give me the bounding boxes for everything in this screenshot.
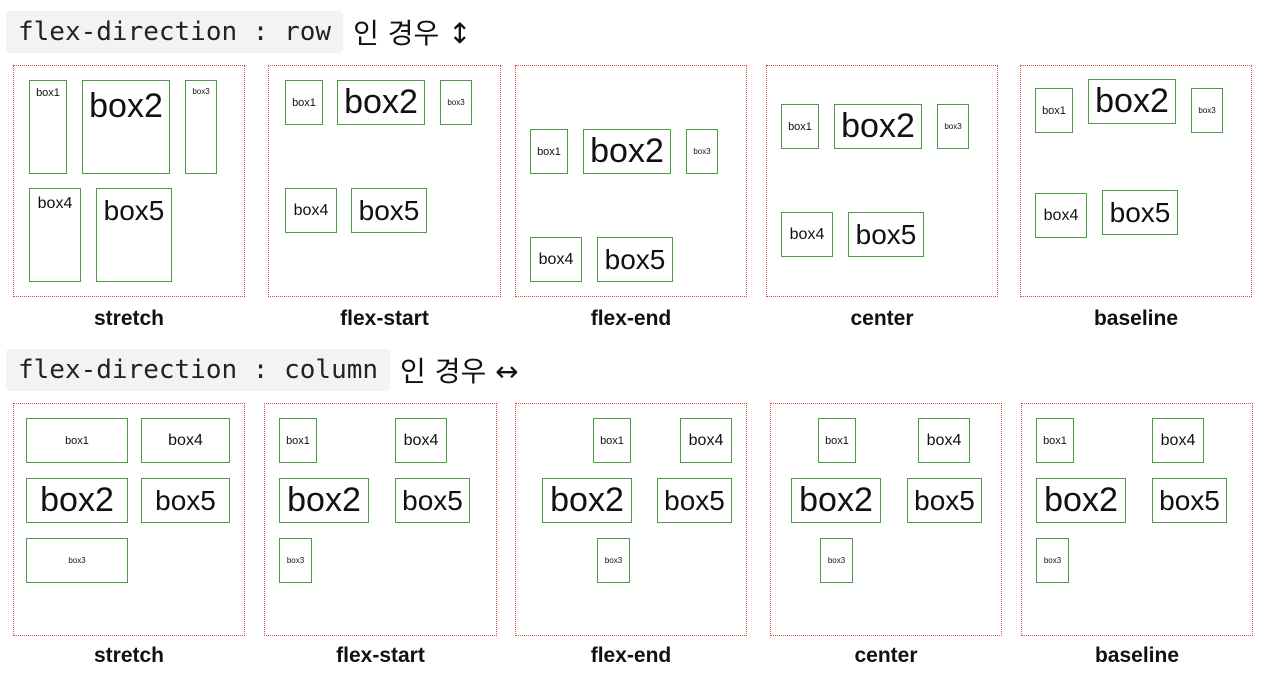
row-caption-center: center xyxy=(850,307,914,330)
column-flex-end-box2: box2 xyxy=(542,478,632,523)
column-code-label: flex-direction : column xyxy=(6,349,391,391)
row-stretch-box2: box2 xyxy=(82,80,170,174)
column-stretch-box3: box3 xyxy=(26,538,128,583)
row-baseline-box3: box3 xyxy=(1191,88,1223,133)
row-panel-baseline: box1 box2 box3 box4 box5 xyxy=(1020,65,1252,297)
column-center-box4: box4 xyxy=(918,418,970,463)
row-flex-end-box2: box2 xyxy=(583,129,671,174)
column-stretch-box2: box2 xyxy=(26,478,128,523)
row-panel-flex-start: box1 box2 box3 box4 box5 xyxy=(268,65,501,297)
row-caption-stretch: stretch xyxy=(93,307,165,330)
column-baseline-box4: box4 xyxy=(1152,418,1204,463)
column-baseline-box1: box1 xyxy=(1036,418,1074,463)
column-stretch-box5: box5 xyxy=(141,478,230,523)
column-panel-center: box1 box2 box3 box4 box5 xyxy=(770,403,1002,636)
column-flex-end-box4: box4 xyxy=(680,418,732,463)
column-flex-start-box4: box4 xyxy=(395,418,447,463)
column-panel-flex-start: box1 box2 box3 box4 box5 xyxy=(264,403,497,636)
column-flex-start-box5: box5 xyxy=(395,478,470,523)
column-center-box3: box3 xyxy=(820,538,853,583)
column-baseline-box3: box3 xyxy=(1036,538,1069,583)
row-center-box5: box5 xyxy=(848,212,924,257)
column-heading-suffix: 인 경우 ↔ xyxy=(400,355,519,388)
row-panel-stretch: box1 box2 box3 box4 box5 xyxy=(13,65,245,297)
row-stretch-box1: box1 xyxy=(29,80,67,174)
row-flex-end-box1: box1 xyxy=(530,129,568,174)
column-caption-baseline: baseline xyxy=(1094,644,1180,667)
row-panel-center: box1 box2 box3 box4 box5 xyxy=(766,65,998,297)
row-panel-flex-end: box1 box2 box3 box4 box5 xyxy=(515,65,747,297)
column-flex-end-box1: box1 xyxy=(593,418,631,463)
column-center-box5: box5 xyxy=(907,478,982,523)
column-center-box2: box2 xyxy=(791,478,881,523)
column-flex-end-box5: box5 xyxy=(657,478,732,523)
column-panel-stretch: box1 box2 box3 box4 box5 xyxy=(13,403,245,636)
row-flex-end-box4: box4 xyxy=(530,237,582,282)
row-flex-start-box4: box4 xyxy=(285,188,337,233)
column-stretch-box1: box1 xyxy=(26,418,128,463)
row-code-label: flex-direction : row xyxy=(6,11,344,53)
column-baseline-box5: box5 xyxy=(1152,478,1227,523)
column-caption-flex-start: flex-start xyxy=(336,644,425,667)
row-baseline-box2: box2 xyxy=(1088,79,1176,124)
row-caption-flex-start: flex-start xyxy=(340,307,429,330)
row-stretch-box3: box3 xyxy=(185,80,217,174)
column-panel-baseline: box1 box2 box3 box4 box5 xyxy=(1021,403,1253,636)
column-caption-flex-end: flex-end xyxy=(590,644,672,667)
column-flex-end-box3: box3 xyxy=(597,538,630,583)
row-baseline-box1: box1 xyxy=(1035,88,1073,133)
row-caption-flex-end: flex-end xyxy=(590,307,672,330)
row-section-heading: flex-direction : row 인 경우 ↕ xyxy=(6,9,472,55)
row-baseline-box4: box4 xyxy=(1035,193,1087,238)
row-center-box3: box3 xyxy=(937,104,969,149)
row-heading-suffix: 인 경우 ↕ xyxy=(353,17,472,50)
column-baseline-box2: box2 xyxy=(1036,478,1126,523)
row-flex-start-box5: box5 xyxy=(351,188,427,233)
row-center-box2: box2 xyxy=(834,104,922,149)
column-stretch-box4: box4 xyxy=(141,418,230,463)
column-section-heading: flex-direction : column 인 경우 ↔ xyxy=(6,347,519,393)
column-caption-stretch: stretch xyxy=(93,644,165,667)
row-caption-baseline: baseline xyxy=(1093,307,1179,330)
row-flex-start-box2: box2 xyxy=(337,80,425,125)
column-center-box1: box1 xyxy=(818,418,856,463)
row-flex-start-box1: box1 xyxy=(285,80,323,125)
column-flex-start-box1: box1 xyxy=(279,418,317,463)
column-flex-start-box3: box3 xyxy=(279,538,312,583)
row-stretch-box5: box5 xyxy=(96,188,172,282)
row-flex-end-box5: box5 xyxy=(597,237,673,282)
column-caption-center: center xyxy=(854,644,918,667)
column-flex-start-box2: box2 xyxy=(279,478,369,523)
row-baseline-box5: box5 xyxy=(1102,190,1178,235)
row-flex-start-box3: box3 xyxy=(440,80,472,125)
column-panel-flex-end: box1 box2 box3 box4 box5 xyxy=(515,403,747,636)
row-center-box4: box4 xyxy=(781,212,833,257)
row-stretch-box4: box4 xyxy=(29,188,81,282)
row-center-box1: box1 xyxy=(781,104,819,149)
row-flex-end-box3: box3 xyxy=(686,129,718,174)
